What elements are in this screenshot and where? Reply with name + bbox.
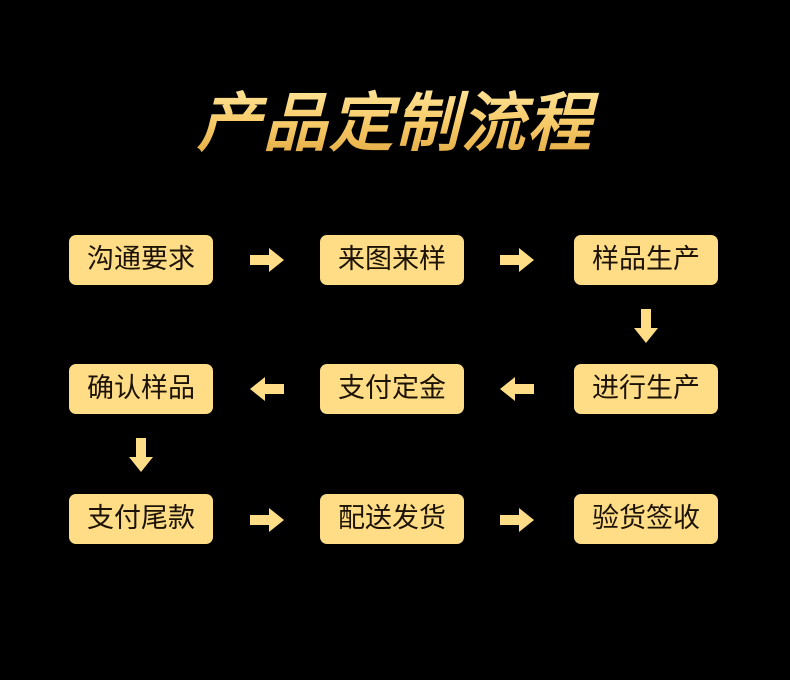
step-delivery: 配送发货 <box>320 494 464 544</box>
step-pay-deposit: 支付定金 <box>320 364 464 414</box>
page-title: 产品定制流程 <box>0 82 790 166</box>
arrow-down-icon <box>129 438 153 472</box>
step-confirm-sample: 确认样品 <box>69 364 213 414</box>
arrow-left-icon <box>250 377 284 401</box>
arrow-right-icon <box>500 248 534 272</box>
arrow-left-icon <box>500 377 534 401</box>
step-pay-balance: 支付尾款 <box>69 494 213 544</box>
step-send-drawings-samples: 来图来样 <box>320 235 464 285</box>
step-mass-production: 进行生产 <box>574 364 718 414</box>
arrow-right-icon <box>500 508 534 532</box>
step-sample-production: 样品生产 <box>574 235 718 285</box>
arrow-right-icon <box>250 508 284 532</box>
step-inspect-sign: 验货签收 <box>574 494 718 544</box>
arrow-down-icon <box>634 309 658 343</box>
arrow-right-icon <box>250 248 284 272</box>
step-communicate-requirements: 沟通要求 <box>69 235 213 285</box>
